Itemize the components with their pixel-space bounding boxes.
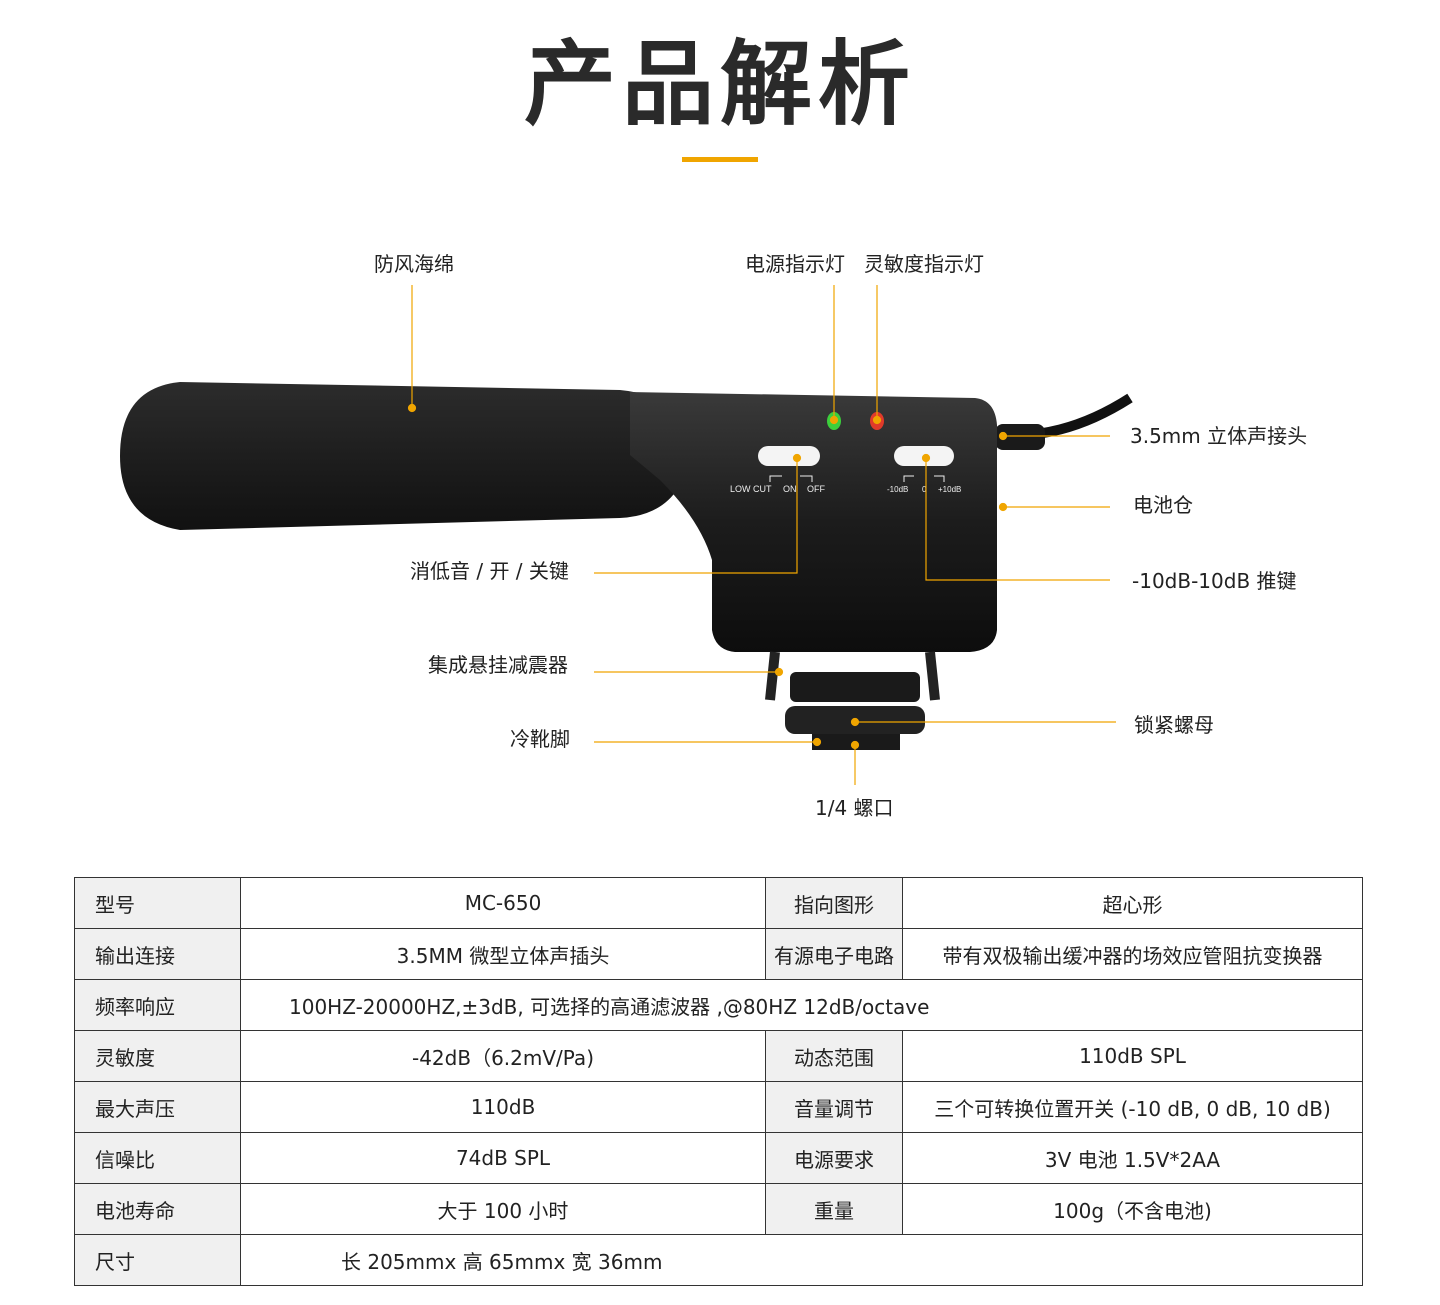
spec-value: 3.5MM 微型立体声插头 [240, 928, 766, 980]
spec-key: 型号 [74, 877, 241, 929]
spec-key: 指向图形 [765, 877, 903, 929]
label-jack: 3.5mm 立体声接头 [1130, 424, 1308, 448]
label-shock-mount: 集成悬挂减震器 [428, 653, 568, 677]
spec-key: 电源要求 [765, 1132, 903, 1184]
label-lock-nut: 锁紧螺母 [1134, 713, 1214, 737]
spec-key: 重量 [765, 1183, 903, 1235]
table-row: 最大声压 110dB 音量调节 三个可转换位置开关 (-10 dB, 0 dB,… [74, 1081, 1363, 1133]
label-power-led: 电源指示灯 [745, 252, 845, 276]
jack-plug [995, 424, 1045, 450]
spec-value: 100g（不含电池) [902, 1183, 1363, 1235]
shock-mount-base [790, 672, 920, 702]
label-lowcut-switch: 消低音 / 开 / 关键 [410, 559, 569, 583]
table-row: 型号 MC-650 指向图形 超心形 [74, 877, 1363, 929]
spec-value: 100HZ-20000HZ,±3dB, 可选择的高通滤波器 ,@80HZ 12d… [240, 979, 1363, 1031]
windscreen-foam [120, 382, 690, 530]
zero-mark: 0 [922, 485, 927, 494]
spec-key: 输出连接 [74, 928, 241, 980]
label-gain-switch: -10dB-10dB 推键 [1132, 569, 1297, 593]
spec-value: 74dB SPL [240, 1132, 766, 1184]
spec-value: 带有双极输出缓冲器的场效应管阻抗变换器 [902, 928, 1363, 980]
spec-value: MC-650 [240, 877, 766, 929]
table-row: 频率响应 100HZ-20000HZ,±3dB, 可选择的高通滤波器 ,@80H… [74, 979, 1363, 1031]
table-row: 尺寸 长 205mmx 高 65mmx 宽 36mm [74, 1234, 1363, 1286]
lowcut-switch-slot [758, 446, 820, 466]
label-screw: 1/4 螺口 [815, 796, 894, 820]
mic-body [630, 392, 997, 652]
spec-key: 有源电子电路 [765, 928, 903, 980]
spec-key: 信噪比 [74, 1132, 241, 1184]
spec-value: 大于 100 小时 [240, 1183, 766, 1235]
spec-key: 灵敏度 [74, 1030, 241, 1082]
table-row: 信噪比 74dB SPL 电源要求 3V 电池 1.5V*2AA [74, 1132, 1363, 1184]
spec-key: 音量调节 [765, 1081, 903, 1133]
label-battery: 电池仓 [1133, 493, 1193, 517]
spec-table: 型号 MC-650 指向图形 超心形 输出连接 3.5MM 微型立体声插头 有源… [74, 877, 1363, 1286]
spec-value: 长 205mmx 高 65mmx 宽 36mm [240, 1234, 1363, 1286]
spec-value: 110dB [240, 1081, 766, 1133]
spec-value: 三个可转换位置开关 (-10 dB, 0 dB, 10 dB) [902, 1081, 1363, 1133]
table-row: 灵敏度 -42dB（6.2mV/Pa) 动态范围 110dB SPL [74, 1030, 1363, 1082]
shock-mount-arms [765, 651, 940, 701]
spec-value: 110dB SPL [902, 1030, 1363, 1082]
on-mark: ON [783, 484, 797, 494]
microphone-illustration: LOW CUT ON OFF -10dB 0 +10dB [120, 285, 1133, 785]
page-title: 产品解析 [523, 31, 916, 138]
spec-key: 尺寸 [74, 1234, 241, 1286]
table-row: 电池寿命 大于 100 小时 重量 100g（不含电池) [74, 1183, 1363, 1235]
spec-value: -42dB（6.2mV/Pa) [240, 1030, 766, 1082]
spec-key: 最大声压 [74, 1081, 241, 1133]
title-underline [682, 157, 758, 162]
label-windscreen: 防风海绵 [374, 252, 454, 276]
label-cold-shoe: 冷靴脚 [510, 727, 570, 751]
minus10-mark: -10dB [887, 485, 908, 494]
spec-key: 电池寿命 [74, 1183, 241, 1235]
spec-key: 动态范围 [765, 1030, 903, 1082]
label-sensitivity-led: 灵敏度指示灯 [864, 252, 984, 276]
spec-value: 超心形 [902, 877, 1363, 929]
low-cut-mark: LOW CUT [730, 484, 772, 494]
spec-key: 频率响应 [74, 979, 241, 1031]
spec-value: 3V 电池 1.5V*2AA [902, 1132, 1363, 1184]
table-row: 输出连接 3.5MM 微型立体声插头 有源电子电路 带有双极输出缓冲器的场效应管… [74, 928, 1363, 980]
plus10-mark: +10dB [938, 485, 961, 494]
off-mark: OFF [807, 484, 825, 494]
